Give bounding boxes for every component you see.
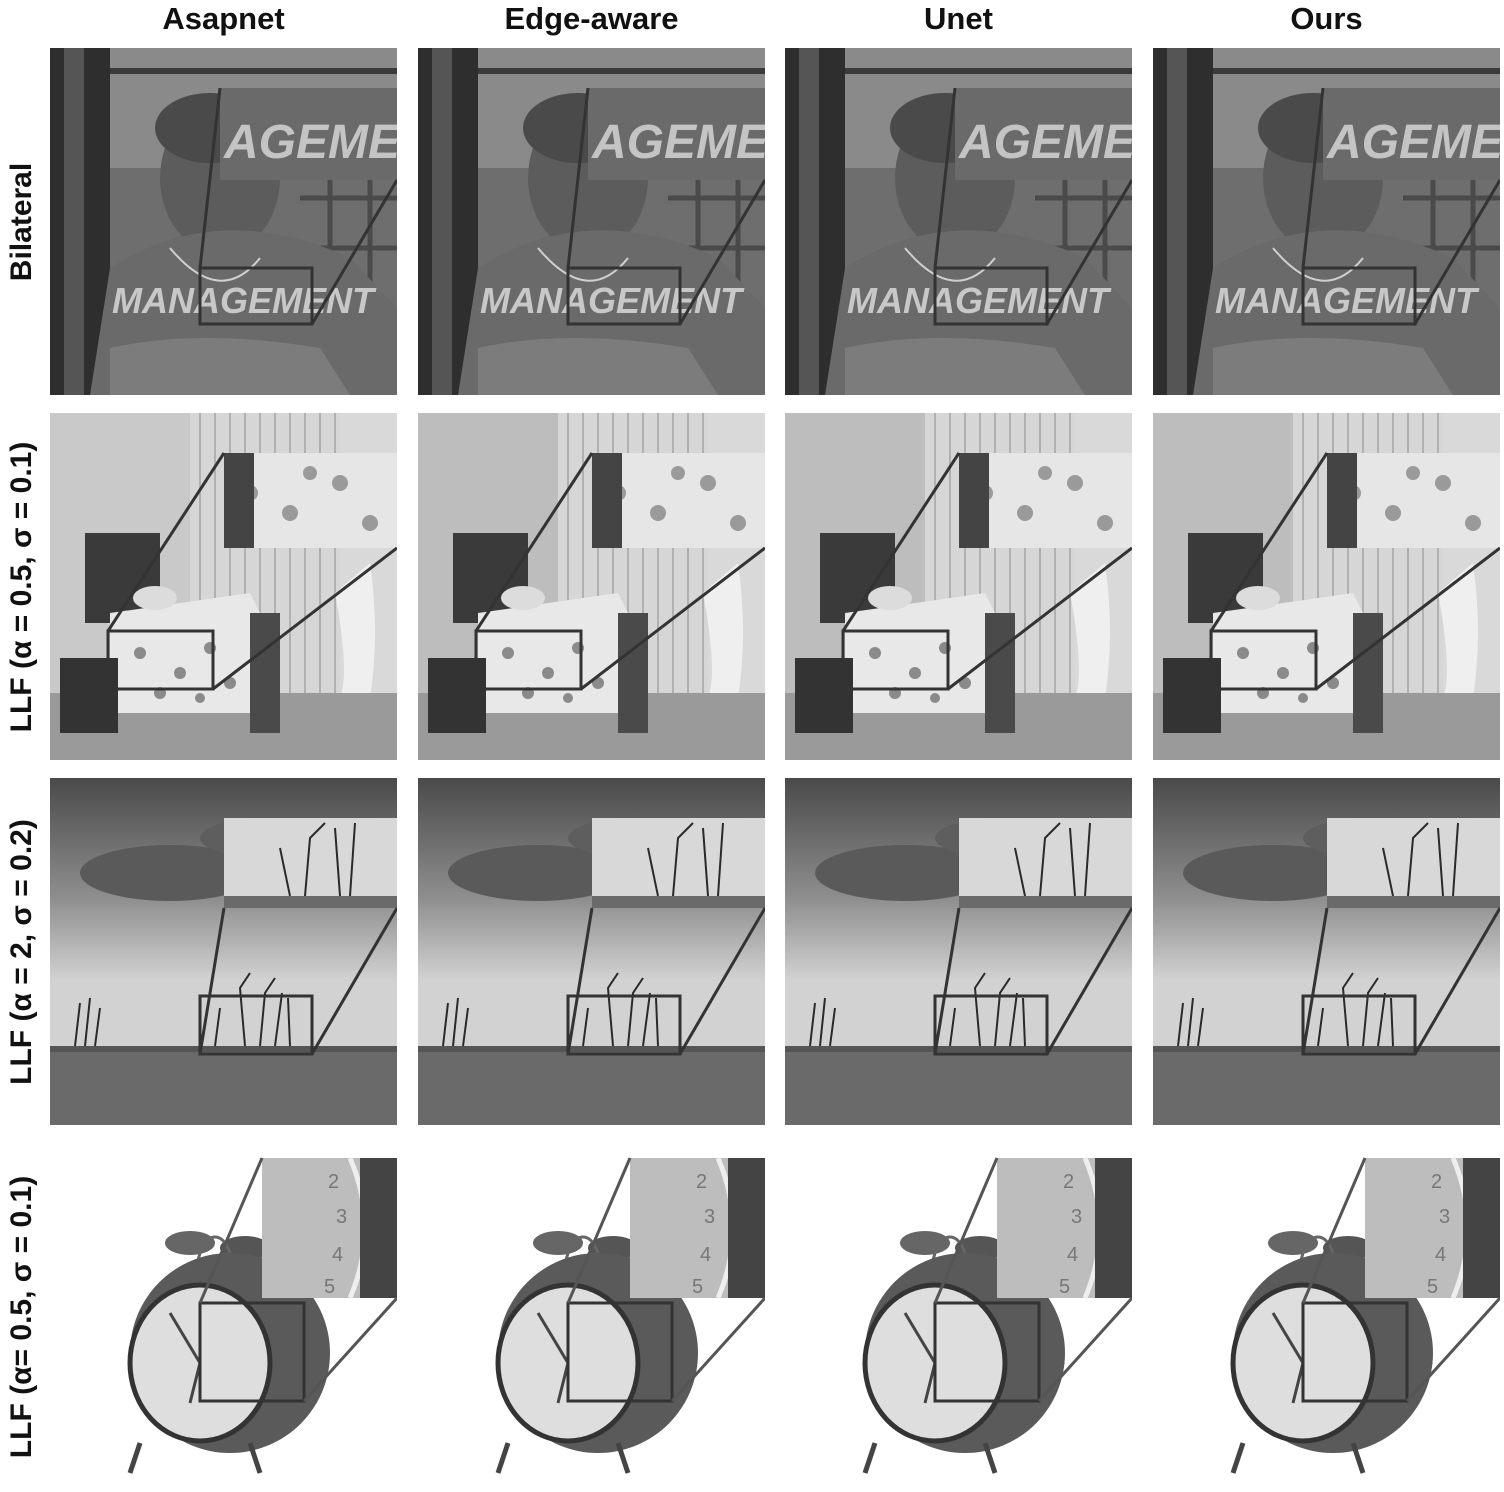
result-image-bedroom-ours (1153, 413, 1500, 760)
row-label-llf-2: LLF (α = 2, σ = 0.2) (0, 778, 44, 1125)
svg-text:4: 4 (1435, 1244, 1446, 1266)
svg-text:MANAGEMENT: MANAGEMENT (1215, 280, 1480, 321)
result-image-portrait-ours: MANAGEMENT AGEMENT (1153, 48, 1500, 395)
result-image-graphic (50, 413, 397, 760)
result-image-landscape-ours (1153, 778, 1500, 1125)
svg-text:4: 4 (1067, 1244, 1078, 1266)
result-image-bedroom-edge-aware (418, 413, 765, 760)
svg-text:4: 4 (700, 1244, 711, 1266)
result-image-graphic: 2 3 4 5 (785, 1143, 1132, 1490)
result-image-clock-edge-aware: 2 3 4 5 (418, 1143, 765, 1490)
row-label-llf-1: LLF (α = 0.5, σ = 0.1) (0, 413, 44, 760)
result-image-clock-unet: 2 3 4 5 (785, 1143, 1132, 1490)
result-image-portrait-asapnet: MANAGEMENT AGEMENT (50, 48, 397, 395)
row-label-text: Bilateral (5, 162, 38, 281)
result-image-bedroom-unet (785, 413, 1132, 760)
result-image-graphic (785, 778, 1132, 1125)
svg-text:3: 3 (704, 1206, 715, 1228)
result-image-portrait-edge-aware: MANAGEMENT AGEMENT (418, 48, 765, 395)
result-image-clock-asapnet: 2 3 4 5 (50, 1143, 397, 1490)
svg-text:2: 2 (328, 1171, 339, 1193)
svg-text:5: 5 (692, 1276, 703, 1298)
svg-text:3: 3 (1439, 1206, 1450, 1228)
result-image-graphic (50, 778, 397, 1125)
svg-text:MANAGEMENT: MANAGEMENT (847, 280, 1112, 321)
column-header-unet: Unet (924, 1, 993, 36)
svg-text:2: 2 (1063, 1171, 1074, 1193)
result-image-clock-ours: 2 3 4 5 (1153, 1143, 1500, 1490)
result-image-graphic: MANAGEMENT AGEMENT (50, 48, 397, 395)
svg-text:3: 3 (336, 1206, 347, 1228)
result-image-graphic: 2 3 4 5 (1153, 1143, 1500, 1490)
svg-text:5: 5 (1059, 1276, 1070, 1298)
row-label-bilateral: Bilateral (0, 48, 44, 395)
svg-text:AGEMENT: AGEMENT (223, 116, 397, 169)
column-header-asapnet: Asapnet (162, 1, 285, 36)
svg-text:MANAGEMENT: MANAGEMENT (480, 280, 745, 321)
result-image-landscape-edge-aware (418, 778, 765, 1125)
svg-text:2: 2 (696, 1171, 707, 1193)
column-header-edge-aware: Edge-aware (504, 1, 679, 36)
row-label-text: LLF (α = 0.5, σ = 0.1) (5, 441, 38, 732)
result-image-graphic (785, 413, 1132, 760)
row-label-text: LLF (α = 2, σ = 0.2) (5, 818, 38, 1085)
result-image-graphic: MANAGEMENT AGEMENT (1153, 48, 1500, 395)
svg-text:AGEMENT: AGEMENT (1326, 116, 1500, 169)
svg-text:3: 3 (1071, 1206, 1082, 1228)
row-label-llf-3: LLF (α= 0.5, σ = 0.1) (0, 1143, 44, 1490)
svg-text:AGEMENT: AGEMENT (591, 116, 765, 169)
result-image-graphic: MANAGEMENT AGEMENT (785, 48, 1132, 395)
svg-text:AGEMENT: AGEMENT (958, 116, 1132, 169)
svg-text:5: 5 (324, 1276, 335, 1298)
column-header-ours: Ours (1290, 1, 1363, 36)
svg-text:5: 5 (1427, 1276, 1438, 1298)
result-image-graphic (1153, 413, 1500, 760)
result-image-landscape-asapnet (50, 778, 397, 1125)
result-image-landscape-unet (785, 778, 1132, 1125)
result-image-graphic (1153, 778, 1500, 1125)
result-image-graphic: 2 3 4 5 (418, 1143, 765, 1490)
svg-text:4: 4 (332, 1244, 343, 1266)
svg-text:MANAGEMENT: MANAGEMENT (112, 280, 377, 321)
result-image-graphic (418, 413, 765, 760)
result-image-graphic: 2 3 4 5 (50, 1143, 397, 1490)
result-image-graphic (418, 778, 765, 1125)
svg-text:2: 2 (1431, 1171, 1442, 1193)
row-label-text: LLF (α= 0.5, σ = 0.1) (5, 1175, 38, 1458)
result-image-graphic: MANAGEMENT AGEMENT (418, 48, 765, 395)
result-image-portrait-unet: MANAGEMENT AGEMENT (785, 48, 1132, 395)
result-image-bedroom-asapnet (50, 413, 397, 760)
